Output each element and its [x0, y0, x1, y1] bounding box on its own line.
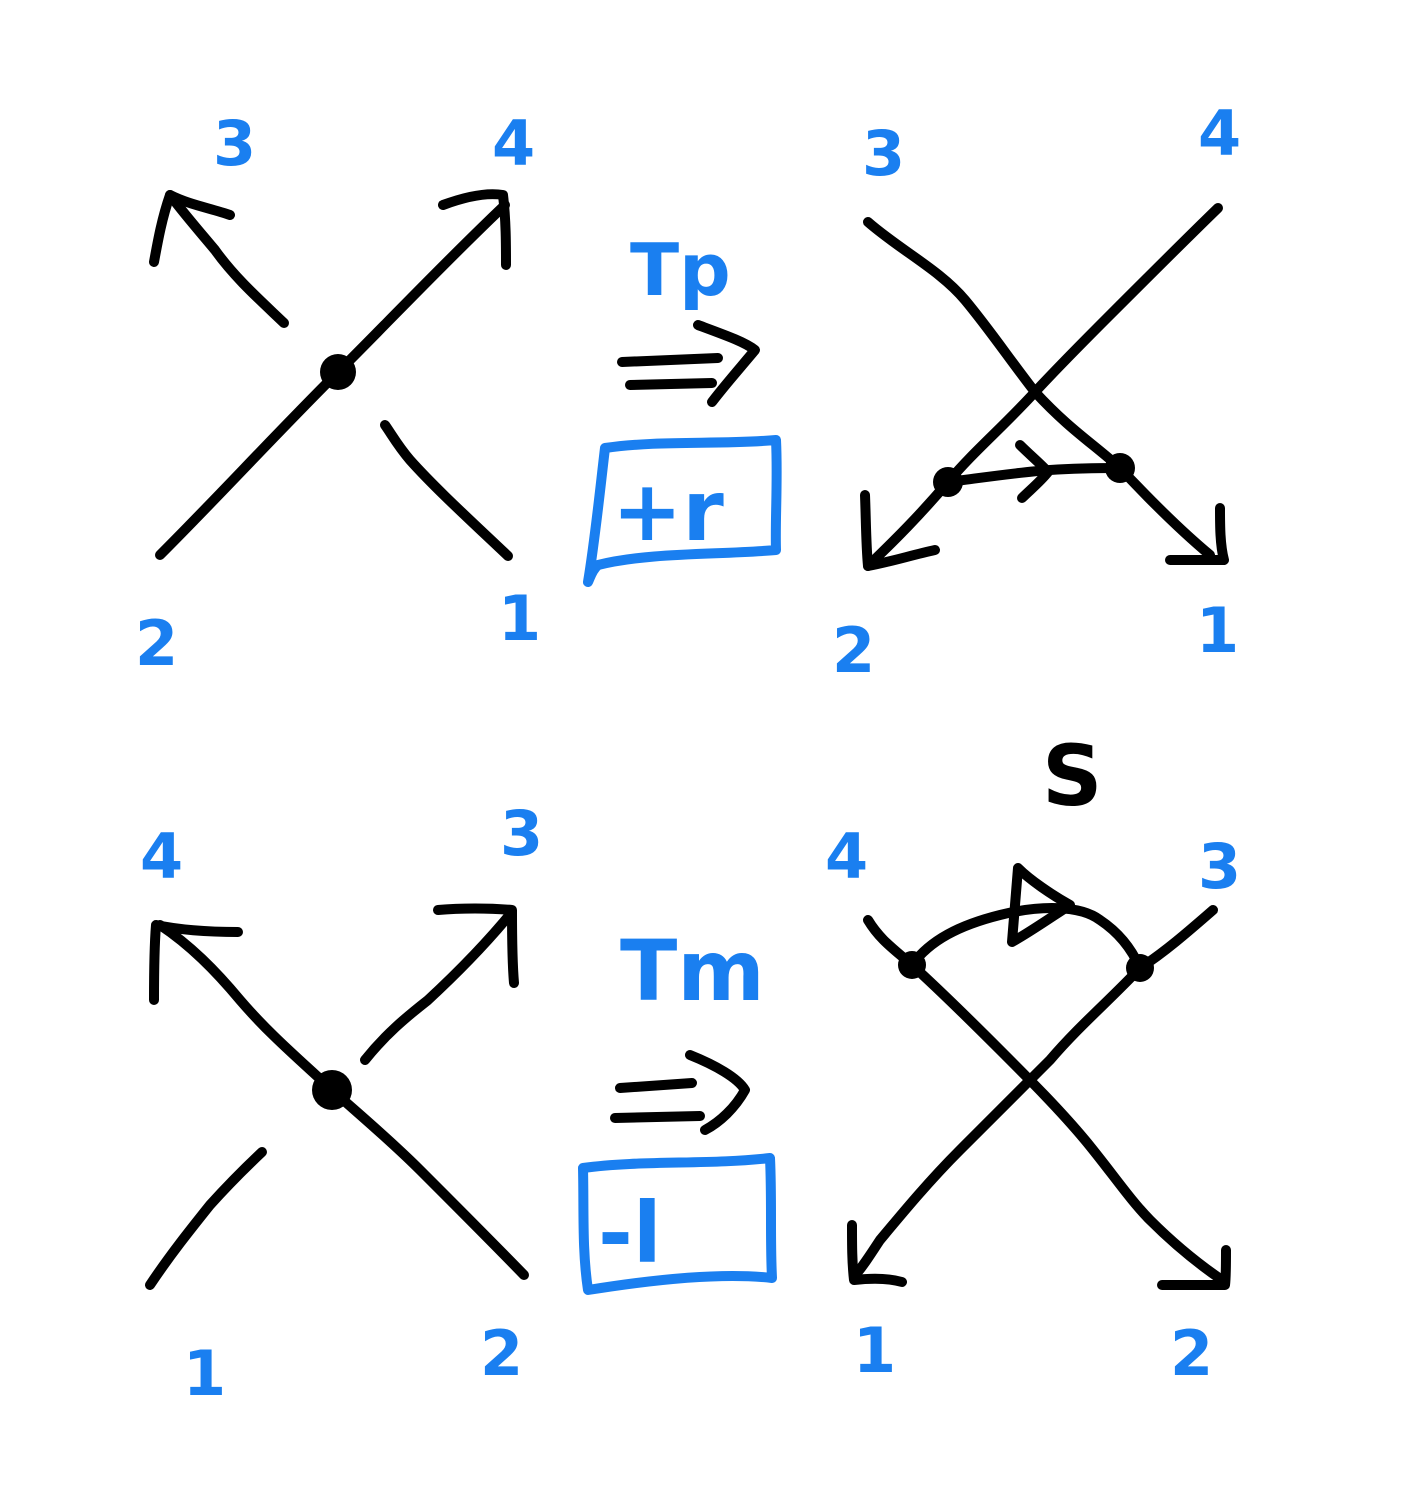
- label-4: 4: [492, 107, 535, 180]
- label-4: 4: [140, 820, 183, 893]
- label-2: 2: [1170, 1317, 1213, 1390]
- label-2: 2: [480, 1317, 523, 1390]
- operator-tp-label: Tp: [630, 228, 731, 312]
- strand-3-upper: [360, 907, 517, 1065]
- bottom-operator: Tm -l: [578, 922, 777, 1295]
- connector-dot-left: [933, 467, 963, 497]
- arrowhead-4: [438, 189, 511, 270]
- label-1: 1: [853, 1314, 896, 1387]
- label-3: 3: [862, 117, 905, 190]
- arrowhead-3: [433, 903, 519, 988]
- label-3: 3: [500, 797, 543, 870]
- implies-arrow-top: [617, 320, 760, 407]
- connector-arrowhead: [1015, 440, 1053, 503]
- label-1: 1: [498, 582, 541, 655]
- label-2: 2: [832, 614, 875, 687]
- arrowhead-2: [860, 490, 940, 571]
- strand-3-upper: [165, 190, 289, 328]
- operator-box-bottom: [578, 1153, 777, 1295]
- strand-4-to-2: [863, 203, 1223, 571]
- bottom-right-crossing: S 4 3 1 2: [825, 727, 1241, 1390]
- operator-box-text-top: +r: [612, 462, 724, 560]
- strand-1-lower: [380, 420, 513, 561]
- operator-tm-label: Tm: [620, 922, 765, 1020]
- operator-box-top: [583, 435, 782, 587]
- arrowhead-4: [149, 920, 243, 1005]
- label-1: 1: [183, 1337, 226, 1410]
- arrowhead-1: [847, 1220, 907, 1287]
- crossing-dot: [320, 354, 356, 390]
- arrowhead-3: [149, 190, 235, 267]
- implies-arrow-bottom: [610, 1050, 750, 1135]
- top-operator: Tp +r: [583, 228, 782, 587]
- label-2: 2: [135, 607, 178, 680]
- operator-box-text-bottom: -l: [598, 1184, 662, 1282]
- top-right-crossing: 3 4 2 1: [832, 97, 1241, 687]
- label-4: 4: [1198, 97, 1241, 170]
- connector-dot-left: [898, 951, 926, 979]
- strand-1-lower: [145, 1147, 267, 1290]
- crossing-dot: [312, 1070, 352, 1110]
- label-4: 4: [825, 820, 868, 893]
- connector-dot-right: [1126, 954, 1154, 982]
- label-1: 1: [1196, 594, 1239, 667]
- arrowhead-2: [1157, 1245, 1231, 1291]
- arc-label-s: S: [1042, 727, 1103, 825]
- arrowhead-1: [1165, 503, 1229, 565]
- connector-arrowhead: [1007, 863, 1075, 947]
- top-left-crossing: 3 4 2 1: [135, 107, 541, 680]
- label-3: 3: [213, 107, 256, 180]
- bottom-left-crossing: 4 3 1 2: [140, 797, 543, 1410]
- label-3: 3: [1198, 830, 1241, 903]
- connector-arc: [907, 903, 1145, 973]
- connector-dot-right: [1105, 453, 1135, 483]
